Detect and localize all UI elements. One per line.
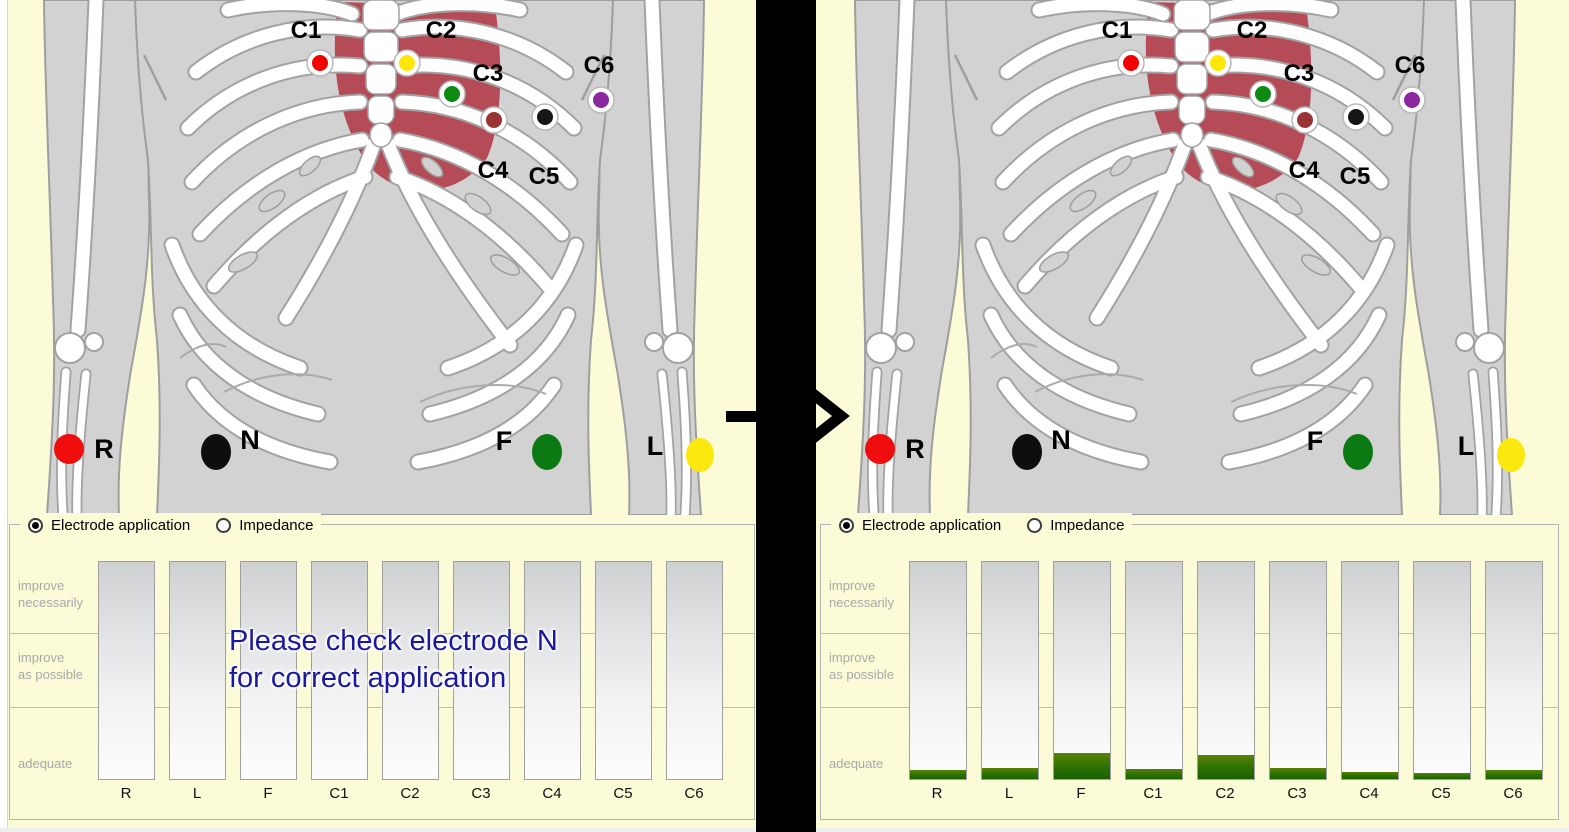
bar-label-C2: C2: [400, 785, 420, 802]
bar-label-C3: C3: [471, 785, 491, 802]
radio-impedance[interactable]: Impedance: [1027, 517, 1124, 534]
bar-label-L: L: [192, 785, 202, 802]
bar-label-F: F: [1076, 785, 1086, 802]
radio-impedance-label[interactable]: Impedance: [1050, 516, 1125, 534]
quality-bar-C2: [1197, 561, 1255, 780]
quality-bar-C6: [1485, 561, 1543, 780]
radio-impedance-label[interactable]: Impedance: [239, 516, 314, 534]
quality-groupbox-before: Electrode application Impedance improve …: [9, 513, 755, 820]
radio-electrode-application[interactable]: Electrode application: [28, 517, 190, 534]
quality-bar-C3: [453, 561, 510, 780]
bar-label-C6: C6: [1503, 785, 1523, 802]
view-mode-radios: Electrode application Impedance: [20, 513, 322, 537]
zone-divider-line: [821, 633, 1558, 634]
quality-bar-R: [98, 561, 155, 780]
bar-fill: [910, 770, 966, 779]
bar-label-C2: C2: [1215, 785, 1235, 802]
quality-bar-C5: [595, 561, 652, 780]
radio-electrode-application-label[interactable]: Electrode application: [51, 516, 191, 534]
bar-label-F: F: [263, 785, 273, 802]
zone-label-improve-as-possible: improve as possible: [829, 650, 895, 682]
window-bottom-edge: [0, 828, 756, 832]
quality-bar-L: [981, 561, 1039, 780]
quality-bar-F: [240, 561, 297, 780]
zone-label-improve-necessarily: improve necessarily: [829, 578, 895, 610]
view-mode-radios: Electrode application Impedance: [831, 513, 1133, 537]
quality-bar-C4: [1341, 561, 1399, 780]
bar-label-R: R: [120, 785, 132, 802]
zone-label-improve-necessarily: improve necessarily: [18, 578, 84, 610]
zone-label-adequate: adequate: [829, 756, 884, 771]
bar-label-C5: C5: [1431, 785, 1451, 802]
radio-electrode-application[interactable]: Electrode application: [839, 517, 1001, 534]
quality-bar-C1: [311, 561, 368, 780]
quality-bar-C2: [382, 561, 439, 780]
radio-selected-icon[interactable]: [839, 517, 854, 533]
radio-unselected-icon[interactable]: [216, 517, 232, 533]
quality-bar-C5: [1413, 561, 1471, 780]
radio-unselected-icon[interactable]: [1027, 517, 1043, 533]
zone-divider-line: [821, 707, 1558, 708]
zone-label-improve-as-possible: improve as possible: [18, 650, 84, 682]
transition-arrow-icon: [726, 385, 850, 447]
window-left-edge: [0, 0, 8, 832]
bar-label-C4: C4: [1359, 785, 1379, 802]
panel-after: Electrode application Impedance improve …: [816, 0, 1569, 832]
quality-bar-C6: [666, 561, 723, 780]
bar-label-C1: C1: [329, 785, 349, 802]
bar-label-C1: C1: [1143, 785, 1163, 802]
quality-bar-L: [169, 561, 226, 780]
quality-bar-C1: [1125, 561, 1183, 780]
radio-impedance[interactable]: Impedance: [216, 517, 313, 534]
quality-bar-C4: [524, 561, 581, 780]
bar-label-L: L: [1004, 785, 1014, 802]
radio-selected-icon[interactable]: [28, 517, 43, 533]
quality-bar-F: [1053, 561, 1111, 780]
radio-electrode-application-label[interactable]: Electrode application: [862, 516, 1002, 534]
check-electrode-message: Please check electrode N for correct app…: [229, 625, 558, 694]
bar-label-R: R: [931, 785, 943, 802]
torso-diagram: [811, 0, 1559, 515]
window-bottom-edge: [816, 828, 1569, 832]
torso-diagram: C1 C2 C3 C4 C5 C6 R N F: [0, 0, 748, 515]
zone-label-adequate: adequate: [18, 756, 73, 771]
quality-groupbox-after: Electrode application Impedance improve …: [820, 513, 1559, 820]
bar-label-C6: C6: [684, 785, 704, 802]
bar-label-C4: C4: [542, 785, 562, 802]
bar-label-C3: C3: [1287, 785, 1307, 802]
bar-label-C5: C5: [613, 785, 633, 802]
quality-bar-C3: [1269, 561, 1327, 780]
quality-bar-R: [909, 561, 967, 780]
panel-before: C1 C2 C3 C4 C5 C6 R N F: [0, 0, 756, 832]
